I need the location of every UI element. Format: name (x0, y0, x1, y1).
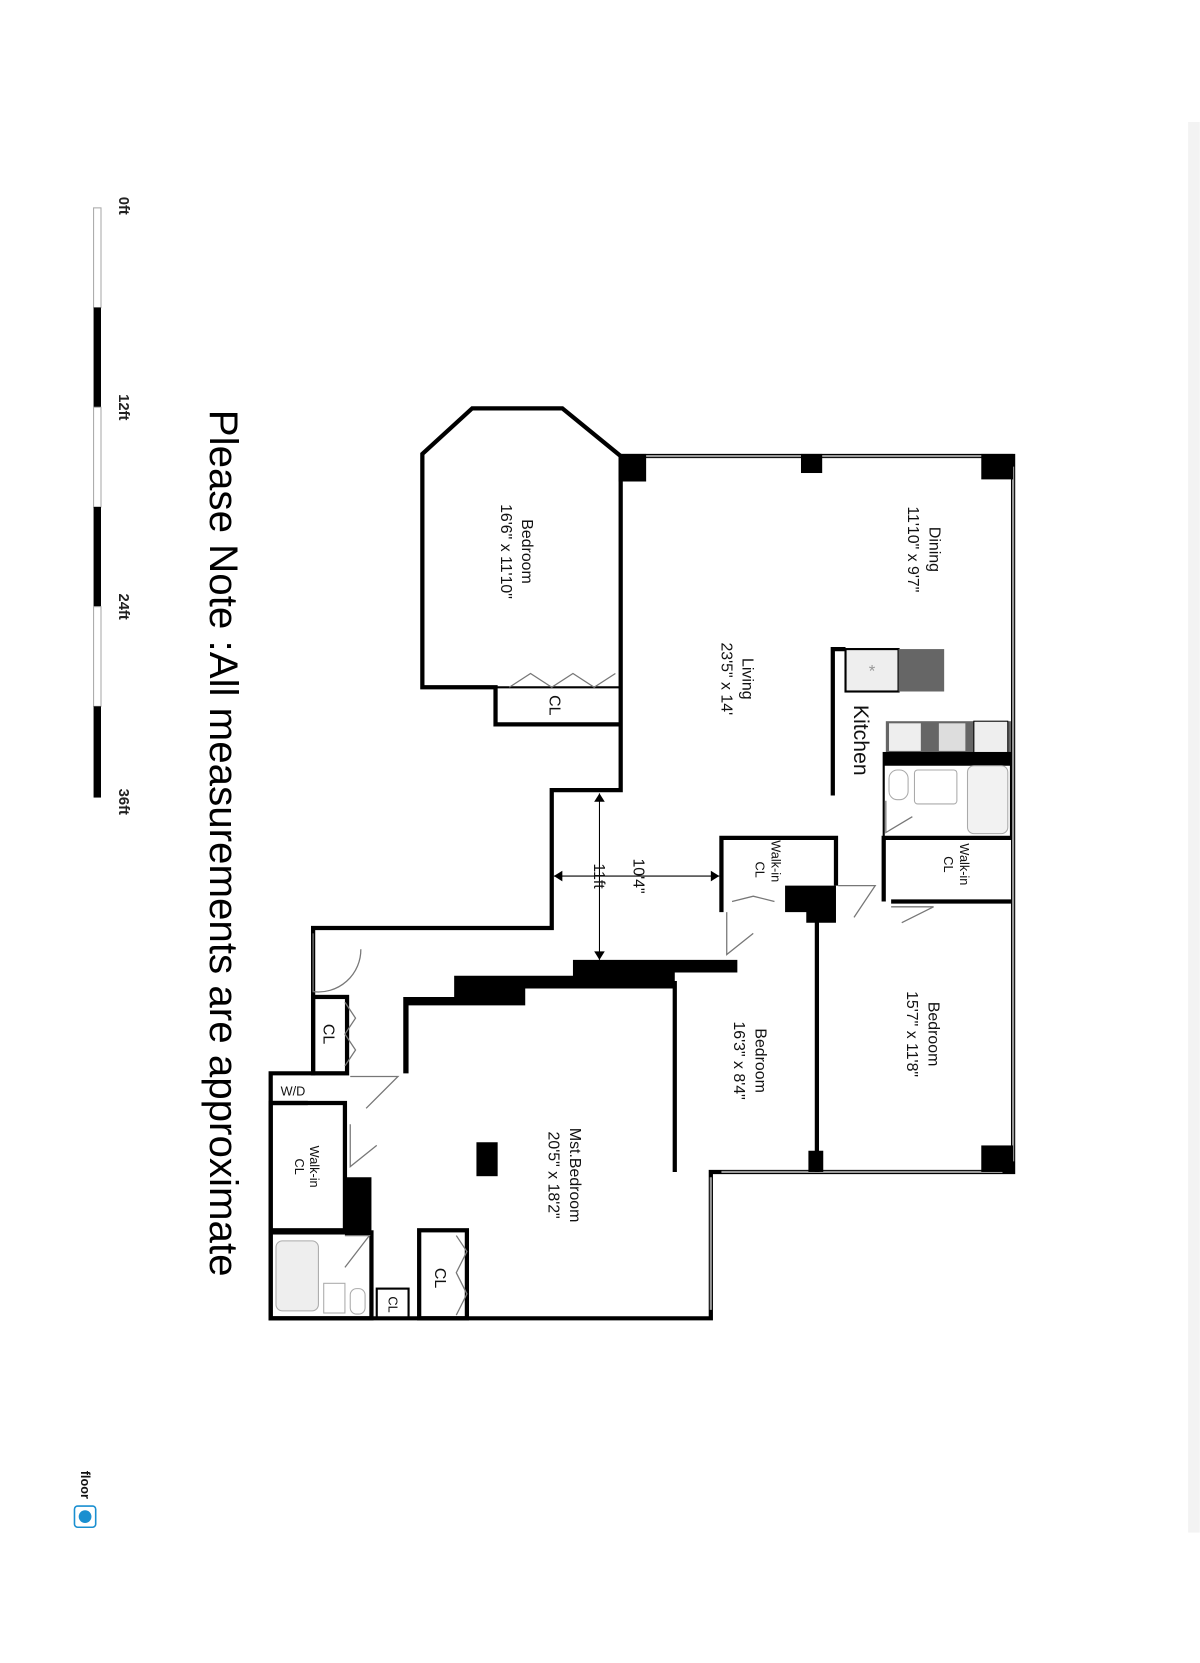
scale-label-0: 0ft (115, 197, 131, 215)
room-dining-name: Dining (925, 527, 942, 572)
floorplanner-logo: floor (73, 1471, 97, 1529)
walkin-cl-label: CL (292, 1159, 307, 1175)
bathtub (966, 765, 1009, 835)
master-closet (417, 1228, 470, 1321)
room-master-name: Mst.Bedroom (566, 1128, 583, 1223)
walkin-label: Walk-in (957, 843, 972, 885)
room-dining-dims: 11'10" x 9'7" (904, 506, 921, 592)
closet-label: CL (546, 695, 563, 715)
page-edge (1188, 121, 1200, 1533)
sink (913, 769, 958, 805)
washer-dryer-label: W/D (281, 1084, 306, 1099)
fridge (844, 648, 900, 693)
scale-label-24: 24ft (115, 593, 131, 619)
scale-label-12: 12ft (115, 394, 131, 420)
master-bath (268, 1230, 374, 1321)
stove (973, 720, 1009, 754)
room-bedroom-bay-dims: 16'6" x 11'10" (497, 504, 514, 599)
room-bedroom-bay-name: Bedroom (518, 519, 535, 583)
room-bedroom-right-name: Bedroom (924, 1002, 941, 1066)
dimension-hall-length: 11ft (590, 863, 607, 889)
walkin-cl-label: CL (752, 862, 767, 878)
closet-label: CL (385, 1296, 400, 1312)
closet-label: CL (431, 1268, 448, 1288)
room-bedroom-middle-name: Bedroom (751, 1028, 768, 1092)
room-bedroom-middle-dims: 16'3" x 8'4" (730, 1021, 747, 1099)
room-bedroom-right-dims: 15'7" x 11'8" (903, 991, 920, 1077)
walkin-closet-middle (719, 835, 839, 913)
svg-text:*: * (869, 662, 876, 681)
dimension-lines (553, 793, 720, 960)
scale-label-36: 36ft (115, 789, 131, 815)
measurement-note: Please Note :All measurements are approx… (201, 410, 246, 1277)
closet-label: CL (320, 1024, 337, 1044)
dimension-hall-width: 10'4" (629, 858, 646, 893)
room-living-name: Living (739, 658, 756, 700)
bay-bedroom-wall (420, 406, 623, 727)
walkin-label: Walk-in (768, 840, 783, 882)
scale-bar: 0ft 12ft 24ft 36ft (93, 197, 131, 815)
counter (898, 649, 945, 692)
globe-icon (73, 1505, 97, 1529)
room-kitchen-name: Kitchen (849, 705, 872, 776)
closet-hall (310, 994, 350, 1076)
doors (312, 672, 934, 1316)
room-living-dims: 23'5" x 14' (717, 642, 734, 715)
toilet (888, 769, 909, 801)
column (476, 1142, 498, 1177)
walkin-cl-label: CL (941, 856, 956, 872)
logo-text: floor (78, 1471, 93, 1499)
walkin-label: Walk-in (307, 1146, 322, 1188)
room-master-dims: 20'5" x 18'2" (545, 1132, 562, 1219)
